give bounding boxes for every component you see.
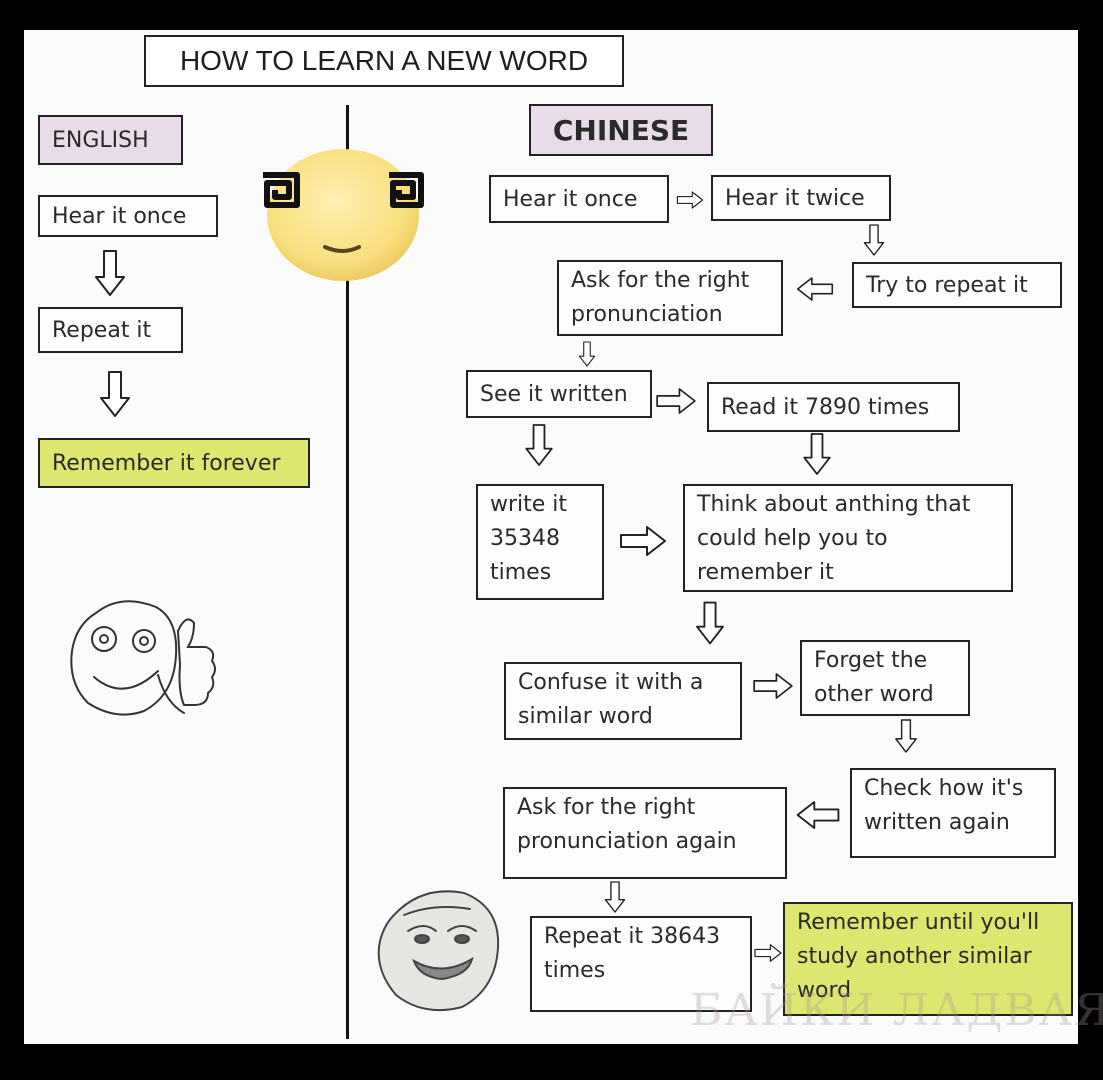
arrow-right-icon — [656, 388, 696, 414]
dizzy-emoji-icon — [263, 149, 424, 281]
chinese-step-ask-pronunciation: Ask for the right pronunciation — [557, 260, 783, 336]
arrow-left-icon — [796, 277, 834, 301]
happy-rage-face-icon — [70, 600, 216, 716]
page-title: HOW TO LEARN A NEW WORD — [144, 35, 624, 87]
chinese-step-remember-until: Remember until you'll study another simi… — [783, 902, 1073, 1016]
chinese-step-check-written: Check how it's written again — [850, 768, 1056, 858]
chinese-step-hear-once: Hear it once — [489, 175, 669, 223]
chinese-step-hear-twice: Hear it twice — [711, 175, 891, 221]
english-step-hear-once: Hear it once — [38, 195, 218, 237]
chinese-step-repeat-38643: Repeat it 38643 times — [530, 916, 752, 1012]
arrow-right-icon — [620, 526, 666, 556]
arrow-down-icon — [696, 601, 724, 645]
chinese-step-read-7890: Read it 7890 times — [707, 382, 960, 432]
arrow-down-icon — [525, 424, 553, 466]
arrow-right-icon — [754, 944, 782, 962]
chinese-step-see-written: See it written — [466, 370, 652, 418]
arrow-down-icon — [604, 881, 626, 913]
arrow-down-icon — [578, 341, 596, 367]
arrow-down-icon — [100, 371, 130, 417]
english-step-remember-forever: Remember it forever — [38, 438, 310, 488]
column-divider — [346, 105, 349, 1039]
english-header: ENGLISH — [38, 115, 183, 165]
chinese-step-write-35348: write it 35348 times — [476, 484, 604, 600]
chinese-step-try-repeat: Try to repeat it — [852, 262, 1062, 308]
arrow-down-icon — [95, 250, 125, 296]
arrow-down-icon — [895, 719, 917, 753]
forever-alone-face-icon — [377, 890, 500, 1012]
chinese-step-confuse-similar: Confuse it with a similar word — [504, 662, 742, 740]
arrow-right-icon — [676, 191, 704, 209]
english-step-repeat: Repeat it — [38, 307, 183, 353]
arrow-down-icon — [803, 433, 831, 475]
arrow-down-icon — [863, 224, 885, 256]
arrow-right-icon — [753, 673, 793, 699]
watermark-text: БАЙКИ ЛАДВАЯ — [690, 985, 1103, 1036]
chinese-step-think-about: Think about anthing that could help you … — [683, 484, 1013, 592]
chinese-step-ask-pronunciation-again: Ask for the right pronunciation again — [503, 787, 787, 879]
arrow-left-icon — [796, 801, 840, 829]
chinese-header: CHINESE — [529, 104, 713, 156]
chinese-step-forget-other: Forget the other word — [800, 640, 970, 716]
